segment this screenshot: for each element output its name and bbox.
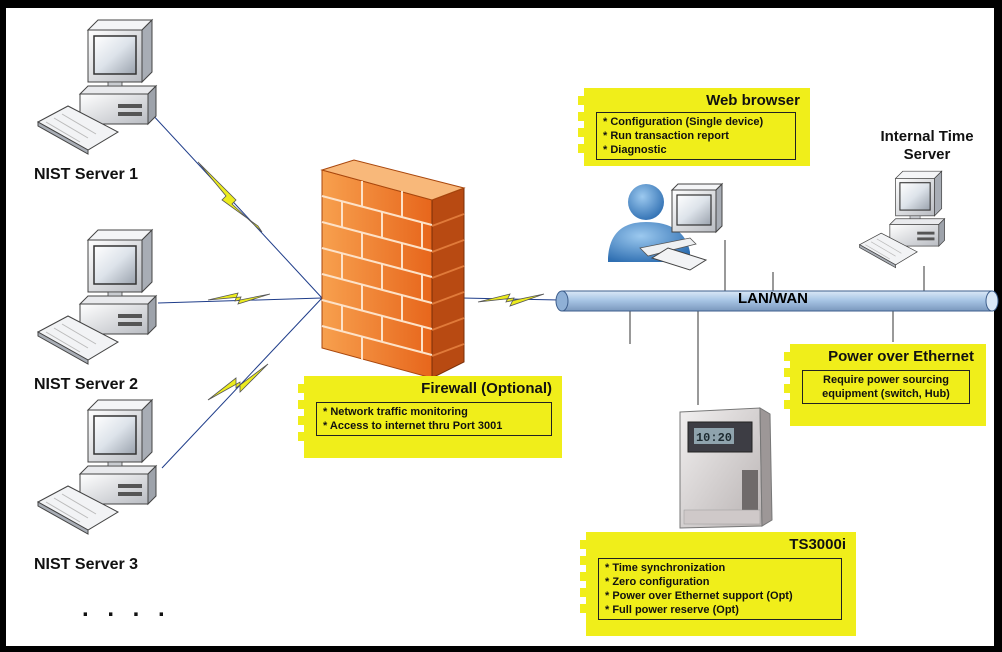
computer-icon <box>37 229 157 365</box>
poe-note: Power over Ethernet Require power sourci… <box>784 344 986 426</box>
poe-items: Require power sourcing equipment (switch… <box>802 370 970 404</box>
lightning-icon <box>477 293 545 307</box>
web-browser-items: * Configuration (Single device) * Run tr… <box>596 112 796 160</box>
poe-title: Power over Ethernet <box>828 348 974 365</box>
computer-icon <box>37 19 157 155</box>
device-note: TS3000i * Time synchronization * Zero co… <box>580 532 856 636</box>
poe-item: Require power sourcing <box>823 374 949 386</box>
internal-time-server-label: Internal Time Server <box>880 128 974 163</box>
device-item: * Power over Ethernet support (Opt) <box>605 590 793 602</box>
firewall-note: Firewall (Optional) * Network traffic mo… <box>298 376 562 458</box>
lightning-icons <box>197 161 545 401</box>
web-browser-note: Web browser * Configuration (Single devi… <box>578 88 810 166</box>
workstation-computer-icon <box>650 182 724 271</box>
link-server-1 <box>149 111 323 299</box>
device-item: * Time synchronization <box>605 562 726 574</box>
lan-wan-label: LAN/WAN <box>738 290 808 307</box>
device-display-text: 10:20 <box>696 431 732 445</box>
firewall-title: Firewall (Optional) <box>421 380 552 397</box>
web-browser-item: * Diagnostic <box>603 144 667 156</box>
firewall-item: * Access to internet thru Port 3001 <box>323 420 503 432</box>
time-clock-device-icon: 10:20 <box>679 407 773 529</box>
server-label-1: NIST Server 1 <box>34 166 139 183</box>
lan-drop-lines <box>629 240 925 405</box>
computer-icon <box>37 399 157 535</box>
lightning-icon <box>207 363 269 401</box>
ellipsis: . . . . <box>82 595 171 622</box>
lightning-icon <box>207 292 271 305</box>
device-title: TS3000i <box>789 536 846 553</box>
computer-icon <box>859 170 946 269</box>
firewall-icon <box>320 159 466 379</box>
poe-item: equipment (switch, Hub) <box>822 388 950 400</box>
server-label-3: NIST Server 3 <box>34 556 139 573</box>
web-browser-title: Web browser <box>706 92 800 109</box>
device-items: * Time synchronization * Zero configurat… <box>598 558 842 620</box>
device-item: * Zero configuration <box>605 576 710 588</box>
server-label-2: NIST Server 2 <box>34 376 139 393</box>
firewall-item: * Network traffic monitoring <box>323 406 468 418</box>
lightning-icon <box>197 161 263 233</box>
device-item: * Full power reserve (Opt) <box>605 604 739 616</box>
firewall-items: * Network traffic monitoring * Access to… <box>316 402 552 436</box>
lan-wan-pipe <box>555 290 999 312</box>
web-browser-item: * Configuration (Single device) <box>603 116 764 128</box>
web-browser-item: * Run transaction report <box>603 130 729 142</box>
